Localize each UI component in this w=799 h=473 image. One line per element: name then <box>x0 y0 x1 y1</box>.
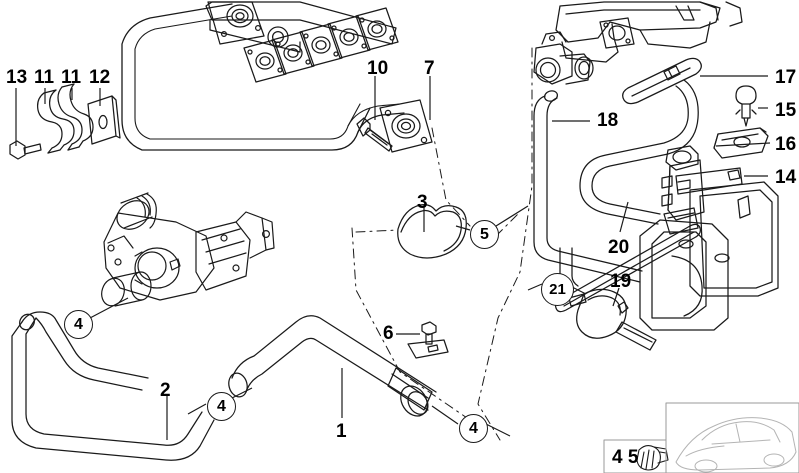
circled-callout-4-left: 4 <box>64 310 93 339</box>
callout-11-a: 11 <box>34 67 55 88</box>
callout-17: 17 <box>775 67 797 88</box>
callout-11-b: 11 <box>61 67 82 88</box>
circled-callout-label: 4 <box>469 419 478 437</box>
callout-20: 20 <box>608 237 630 258</box>
circled-callout-label: 4 <box>217 397 226 415</box>
circled-callout-label: 21 <box>549 281 566 298</box>
callout-6: 6 <box>383 323 394 344</box>
inset-legend-numbers: 4 5 <box>612 447 639 468</box>
callout-2: 2 <box>160 380 171 401</box>
circled-callout-21: 21 <box>541 273 574 306</box>
callout-18: 18 <box>597 110 619 131</box>
callout-19: 19 <box>610 271 632 292</box>
circled-callout-4-mid: 4 <box>207 392 236 421</box>
callout-3: 3 <box>417 192 428 213</box>
callout-7: 7 <box>424 58 435 79</box>
callout-14: 14 <box>775 167 797 188</box>
callout-10: 10 <box>367 58 389 79</box>
circled-callout-label: 5 <box>480 225 489 243</box>
circled-callout-label: 4 <box>74 315 83 333</box>
callout-15: 15 <box>775 100 797 121</box>
callout-12: 12 <box>89 67 111 88</box>
callout-13: 13 <box>6 67 28 88</box>
callout-16: 16 <box>775 134 797 155</box>
circled-callout-5: 5 <box>470 220 499 249</box>
circled-callout-4-right: 4 <box>459 414 488 443</box>
callout-1: 1 <box>336 421 347 442</box>
